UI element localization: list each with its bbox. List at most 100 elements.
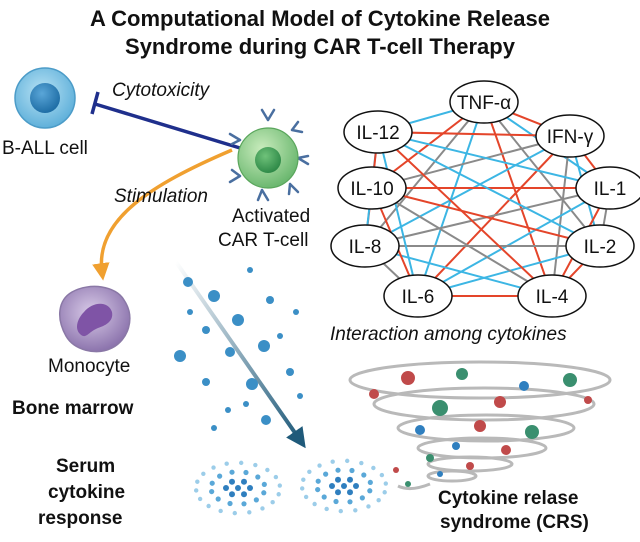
crs-dot (452, 442, 460, 450)
serum-label-line-2: cytokine (48, 482, 126, 503)
cytokine-node: IFN-γ (535, 114, 605, 158)
cytokine-dot (241, 501, 247, 507)
crs-dot (401, 371, 415, 385)
crs-dot (415, 425, 425, 435)
cytokine-dot (315, 478, 321, 484)
cytokine-dot (276, 492, 281, 497)
cytokine-dot (347, 476, 353, 483)
cytokine-dot (367, 488, 373, 494)
cytokine-dot (383, 481, 388, 486)
cytokine-node-label: IL-1 (594, 179, 627, 200)
stimulation-label: Stimulation (114, 186, 208, 207)
cytokine-dot (201, 471, 206, 476)
cytokine-dot (174, 350, 186, 362)
cytokine-dot (208, 290, 220, 302)
cytotoxicity-inhibit-line (90, 91, 241, 150)
network-edge (364, 135, 571, 247)
cytokine-dot (341, 483, 347, 489)
crs-label-line-1: Cytokine relase (438, 488, 579, 509)
cytokine-dot (359, 460, 364, 466)
cytokine-dot (209, 480, 215, 486)
cytokine-dot (225, 407, 231, 413)
cytokine-dot (345, 458, 350, 464)
cytokine-node-label: IL-6 (402, 287, 435, 308)
cytokine-node: IL-6 (383, 274, 453, 318)
cytokine-node-label: IL-4 (536, 287, 569, 308)
cytokine-dot (353, 483, 359, 489)
cytokine-dot (324, 506, 329, 512)
cytokine-dot (183, 277, 193, 287)
cytokine-dot (229, 491, 235, 498)
cytokine-dot (293, 309, 299, 315)
cytokine-dot (315, 486, 321, 493)
cytokine-dot (260, 506, 265, 511)
cytokine-dot (229, 469, 235, 475)
crs-dot (466, 462, 474, 470)
cytokine-dot (187, 309, 193, 315)
cytokine-dot (255, 474, 261, 480)
crs-dot (369, 389, 379, 399)
cart-label-line-1: Activated (232, 206, 311, 227)
cytokine-node-label: IL-12 (356, 123, 399, 144)
crs-dot (563, 373, 577, 387)
crs-dot (405, 481, 411, 487)
cytokine-dot (321, 494, 327, 500)
network-edge (371, 187, 553, 297)
cytokine-particles (174, 267, 303, 431)
cart-label-line-2: CAR T-cell (218, 230, 309, 251)
crs-dot (456, 368, 468, 380)
crs-dot (426, 454, 434, 462)
cytokine-node: IL-2 (565, 224, 635, 268)
serum-label-line-1: Serum (56, 456, 116, 477)
cytokine-dot (333, 498, 339, 505)
cytokine-dot (247, 485, 253, 491)
cytokine-dot (300, 486, 305, 491)
cytokine-dot (353, 508, 358, 513)
cytokine-dot (232, 314, 244, 326)
serum-cluster-right (300, 458, 388, 514)
cytokine-dot (335, 467, 341, 473)
cytokine-dot (312, 501, 317, 507)
network-edge (371, 135, 571, 189)
cytokine-node: IL-1 (575, 166, 640, 210)
cytokine-dot (323, 471, 329, 477)
cytokine-dot (261, 490, 267, 496)
cytokine-dot (349, 467, 355, 474)
cytokine-dot (209, 488, 215, 495)
cytokine-dot (239, 460, 244, 466)
cytokine-dot (211, 465, 216, 470)
cytokine-node: IL-12 (343, 110, 413, 154)
cytokine-dot (253, 462, 258, 468)
cytokine-dot (229, 478, 235, 485)
cytokine-node: IL-8 (330, 224, 400, 268)
cytokine-dot (202, 326, 210, 334)
cytokine-node: TNF-α (449, 80, 519, 124)
cytokine-dot (224, 461, 229, 466)
serum-label-line-3: response (38, 508, 123, 529)
network-edge (377, 131, 611, 189)
cytokine-node: IL-10 (337, 166, 407, 210)
cytokine-dot (261, 481, 267, 488)
cytokine-dot (247, 510, 252, 515)
cytokine-dot (286, 368, 294, 376)
cytokine-dot (241, 478, 247, 485)
crs-dot (474, 420, 486, 432)
cytokine-dot (194, 488, 199, 493)
cytokine-dot (301, 477, 306, 482)
cytokine-dot (335, 476, 341, 483)
crs-dot (437, 471, 443, 477)
ball-cell-label: B-ALL cell (2, 138, 88, 159)
monocyte-icon (59, 285, 131, 353)
network-edge (371, 187, 601, 247)
cytokine-dot (195, 479, 200, 484)
crs-dot (494, 396, 506, 408)
network-edge (417, 187, 611, 297)
bone-marrow-label: Bone marrow (12, 398, 134, 419)
cytokine-dot (347, 489, 353, 496)
cytokine-dot (277, 333, 283, 339)
cytokine-dot (277, 483, 282, 488)
cytokine-dot (379, 472, 385, 478)
cytokine-dot (347, 499, 353, 505)
